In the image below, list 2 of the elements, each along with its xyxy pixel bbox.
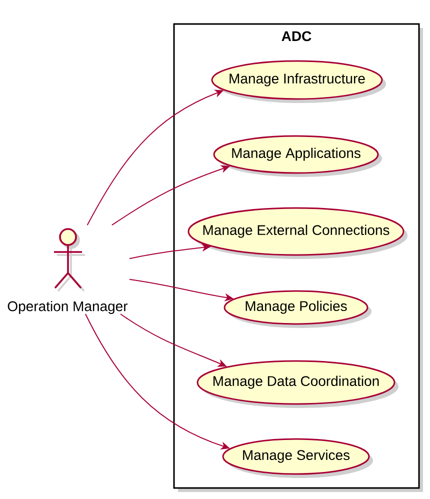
node-label: Operation Manager [8, 300, 128, 314]
actor: Operation Manager [8, 228, 128, 314]
